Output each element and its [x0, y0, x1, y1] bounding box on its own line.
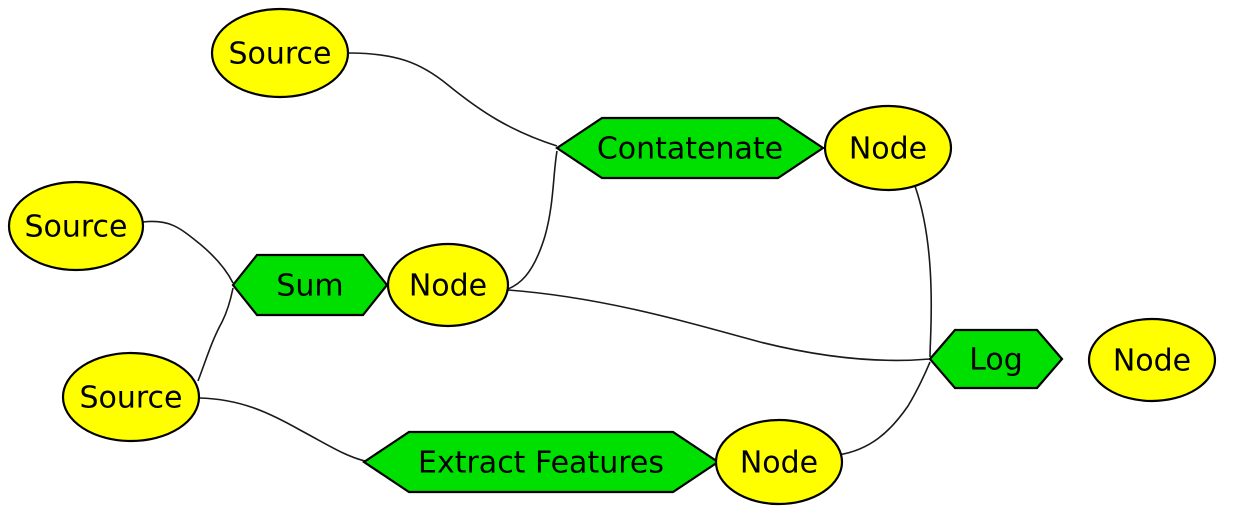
ellipse-shape-source[interactable] [61, 351, 201, 443]
graph-node-source_bottom[interactable]: Source [61, 351, 201, 443]
edge-node_sum_out-to-op_log [507, 289, 931, 362]
edge-source_bottom-to-op_extract_features [198, 397, 366, 462]
edge-source_bottom-to-op_sum [197, 287, 234, 382]
graph-node-op_contatenate[interactable]: Contatenate [555, 116, 825, 180]
hexagon-shape-log[interactable] [928, 328, 1064, 390]
edge-node_extract_out-to-op_log [837, 361, 931, 456]
edge-node_contatenate_out-to-op_log [914, 185, 933, 358]
hexagon-shape-extract-features[interactable] [362, 430, 720, 494]
ellipse-shape-node[interactable] [823, 104, 953, 192]
ellipse-shape-source[interactable] [7, 180, 145, 272]
graph-node-node_extract_out[interactable]: Node [714, 418, 844, 506]
edge-source_mid-to-op_sum [142, 220, 234, 284]
ellipse-shape-source[interactable] [210, 7, 350, 99]
ellipse-shape-node[interactable] [714, 418, 844, 506]
graph-node-op_sum[interactable]: Sum [231, 253, 389, 317]
graph-node-op_extract_features[interactable]: Extract Features [362, 430, 720, 494]
hexagon-shape-contatenate[interactable] [555, 116, 825, 180]
graph-node-source_mid[interactable]: Source [7, 180, 145, 272]
ellipse-shape-node[interactable] [1087, 317, 1217, 403]
graph-node-source_top[interactable]: Source [210, 7, 350, 99]
ellipse-shape-node[interactable] [386, 242, 510, 328]
graph-node-node_contatenate_out[interactable]: Node [823, 104, 953, 192]
edges-layer [142, 52, 933, 463]
edge-source_top-to-op_contatenate [347, 52, 558, 147]
graph-node-node_sum_out[interactable]: Node [386, 242, 510, 328]
graph-node-op_log[interactable]: Log [928, 328, 1064, 390]
graph-node-node_log_out[interactable]: Node [1087, 317, 1217, 403]
hexagon-shape-sum[interactable] [231, 253, 389, 317]
edge-node_sum_out-to-op_contatenate [495, 150, 558, 293]
nodes-layer: SourceSourceSourceContatenateSumExtract … [7, 7, 1217, 506]
